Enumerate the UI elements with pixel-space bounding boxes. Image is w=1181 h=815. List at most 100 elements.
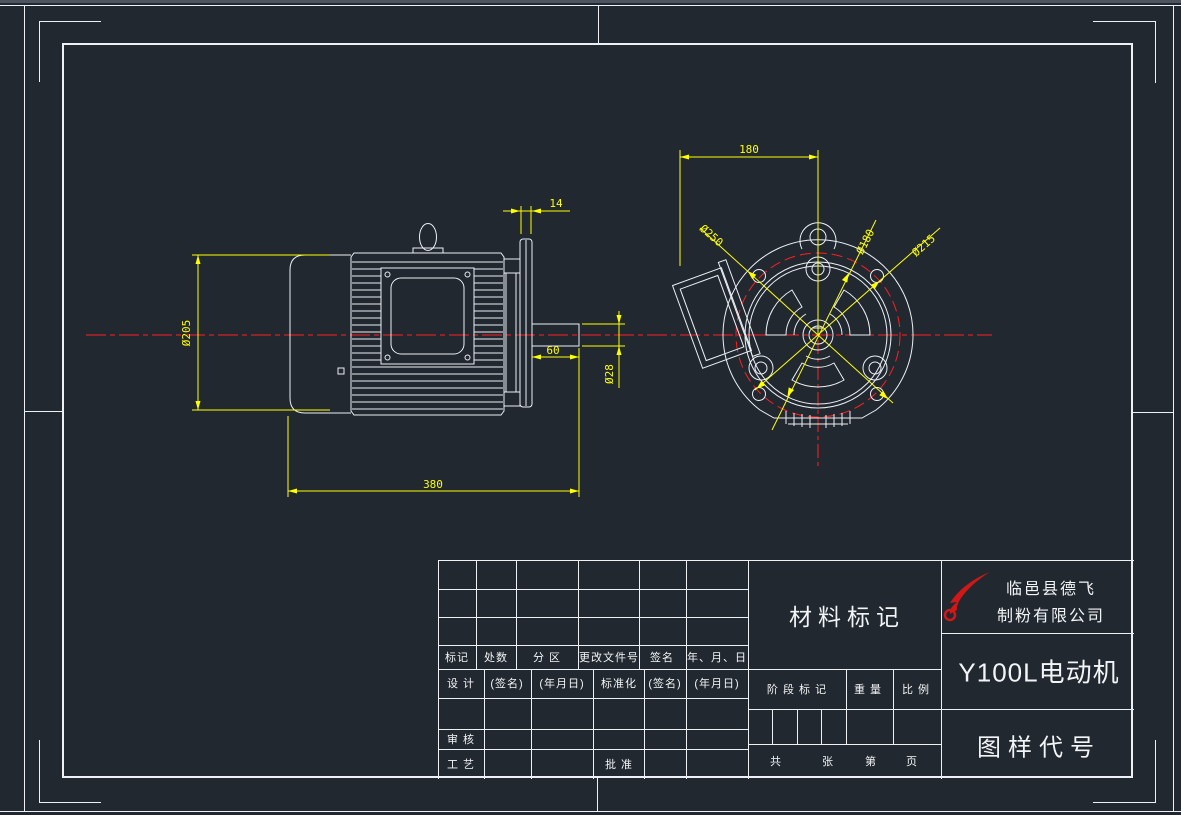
side-plate [380, 267, 475, 365]
corner-mark [1155, 21, 1156, 83]
approve-label: 批 准 [604, 759, 634, 771]
header-date: 年、月、日 [687, 652, 747, 664]
dim-overall-length: 380 [423, 478, 443, 491]
grid-line [439, 589, 748, 590]
grid-line [439, 617, 748, 618]
grid-line [593, 669, 594, 779]
centerlines [86, 252, 992, 468]
scale-label: 比 例 [901, 684, 931, 696]
company-name-line2: 制粉有限公司 [996, 608, 1106, 625]
header-change-doc: 更改文件号 [579, 652, 639, 664]
dim-body-diameter: Ø205 [180, 320, 193, 347]
dim-flange-thickness: 14 [549, 197, 563, 210]
sheet-border-left [24, 5, 25, 811]
title-block: 标记 处数 分 区 更改文件号 签名 年、月、日 设 计 (签名) (年月日) … [438, 560, 1134, 779]
header-mark: 标记 [445, 652, 469, 664]
centering-mark [597, 778, 598, 812]
dim-flange-diameter: Ø250 [697, 222, 726, 249]
motor-side-view [289, 223, 580, 416]
sheet-border-bottom [0, 811, 1181, 812]
corner-mark [39, 802, 101, 803]
sheet-total-label: 共 [770, 756, 782, 768]
grid-line [846, 669, 847, 744]
dim-shaft-extension: 60 [546, 344, 559, 357]
standardize-label: 标准化 [601, 678, 637, 690]
stage-mark-label: 阶 段 标 记 [766, 684, 828, 696]
grid-line [893, 669, 894, 744]
grid-line [772, 709, 773, 744]
design-label: 设 计 [446, 678, 476, 690]
part-name: Y100L电动机 [958, 657, 1120, 688]
grid-line [941, 633, 1134, 634]
dimension-texts: Ø205 14 60 Ø28 380 180 Ø250 Ø180 Ø215 [180, 143, 938, 491]
logo-feather-icon [949, 572, 990, 614]
grid-line [941, 561, 942, 779]
grid-line [644, 669, 645, 779]
flange-hole [870, 269, 884, 283]
standardize-sign: (签名) [648, 678, 682, 690]
end-shield-ribs [765, 289, 871, 388]
motor-front-view [671, 222, 914, 428]
corner-mark [39, 740, 40, 803]
company-name-line1: 临邑县德飞 [1005, 581, 1097, 598]
window-top-edge [0, 0, 1181, 3]
grid-line [821, 709, 822, 744]
dim-front-width: 180 [739, 143, 759, 156]
weight-label: 重 量 [853, 684, 883, 696]
design-sign: (签名) [490, 678, 524, 690]
logo-ring-icon [943, 608, 957, 622]
sheet-di-label: 第 [865, 756, 877, 768]
grid-line [748, 561, 749, 779]
drawing-frame [62, 43, 1133, 778]
corner-mark [39, 21, 101, 22]
corner-mark [1155, 740, 1156, 802]
cooling-fins [352, 261, 503, 410]
material-mark: 材料标记 [789, 604, 905, 630]
grid-line [578, 561, 579, 669]
standardize-date: (年月日) [694, 678, 740, 690]
header-count: 处数 [484, 652, 508, 664]
grid-line [476, 561, 477, 669]
drawing-code-label: 图样代号 [977, 734, 1101, 762]
dimension-arrows [195, 154, 888, 494]
centering-mark [1133, 412, 1173, 413]
corner-mark [1093, 802, 1156, 803]
bottom-fins [785, 411, 851, 428]
flange-outline [722, 239, 914, 419]
company-logo [943, 572, 990, 622]
corner-mark [39, 21, 40, 82]
sheet-ye-label: 页 [906, 756, 918, 768]
shaft [531, 323, 580, 347]
dim-spigot-diameter: Ø180 [854, 227, 878, 257]
grid-line [439, 669, 941, 670]
corner-mark [1093, 21, 1156, 22]
grid-line [439, 729, 748, 730]
process-label: 工 艺 [446, 759, 476, 771]
lifting-eye-side [419, 223, 437, 251]
grid-line [439, 749, 748, 750]
grid-line [439, 645, 748, 646]
grid-line [439, 698, 748, 699]
sheet-border-top [0, 5, 1181, 6]
dim-shaft-diameter: Ø28 [603, 364, 616, 384]
header-signature: 签名 [650, 652, 674, 664]
sheet-border-right [1173, 5, 1174, 811]
flange-hole [752, 387, 766, 401]
centering-mark [24, 411, 63, 412]
header-zone: 分 区 [532, 652, 562, 664]
grid-line [516, 561, 517, 669]
grid-line [748, 744, 941, 745]
grid-line [484, 669, 485, 779]
grid-line [531, 669, 532, 779]
grid-line [797, 709, 798, 744]
grid-line [748, 709, 1134, 710]
grid-line [639, 561, 640, 669]
dim-bolt-circle: Ø215 [909, 232, 938, 259]
grid-line [686, 561, 687, 779]
centering-mark [598, 5, 599, 44]
flange-side [519, 238, 533, 408]
audit-label: 审 核 [446, 734, 476, 746]
design-date: (年月日) [539, 678, 585, 690]
